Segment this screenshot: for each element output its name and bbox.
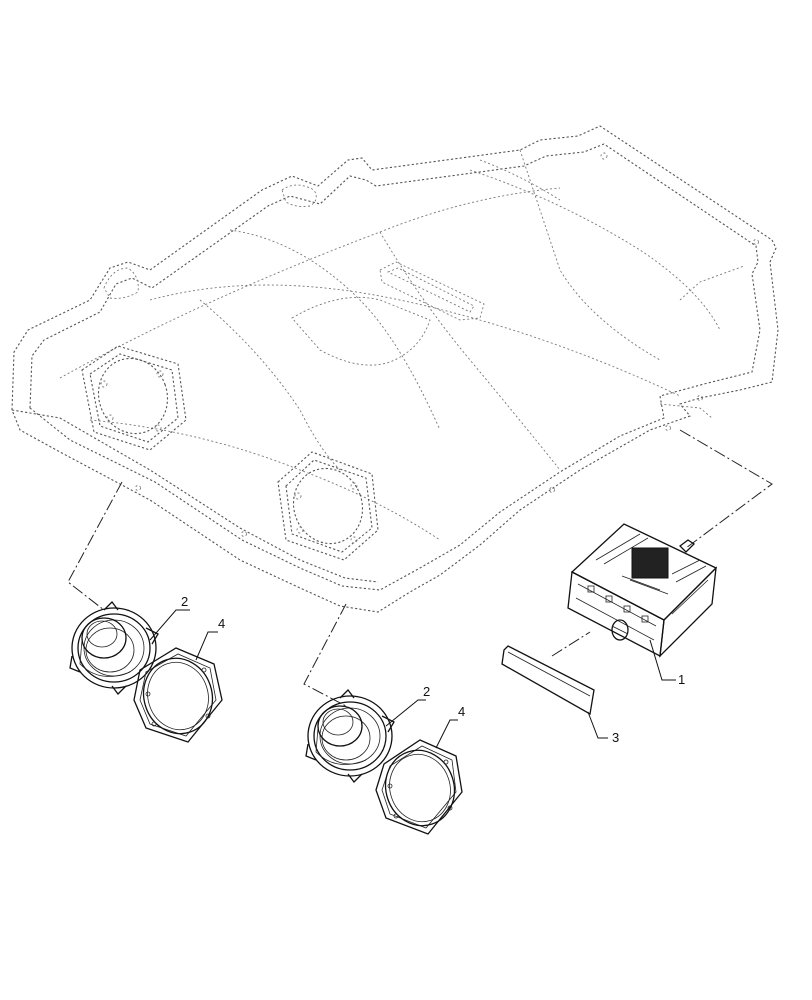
callout-grille-left: 4 — [218, 616, 225, 631]
callout-blank-plate: 3 — [612, 730, 619, 745]
callout-speaker-right: 2 — [423, 684, 430, 699]
callout-radio-unit: 1 — [678, 672, 685, 687]
headliner-panel — [11, 125, 779, 613]
speaker-grille-left — [133, 647, 223, 743]
callout-grille-right: 4 — [458, 704, 465, 719]
left-speaker-pocket — [81, 345, 187, 451]
radio-unit — [567, 523, 718, 658]
callout-leaders — [149, 609, 676, 749]
callout-speaker-left: 2 — [181, 594, 188, 609]
speaker-grille-right — [375, 739, 463, 835]
right-speaker-pocket — [277, 451, 379, 561]
speaker-left — [69, 601, 159, 695]
speaker-right — [305, 689, 395, 783]
blank-plate — [501, 645, 595, 716]
installation-center-lines — [67, 429, 773, 707]
